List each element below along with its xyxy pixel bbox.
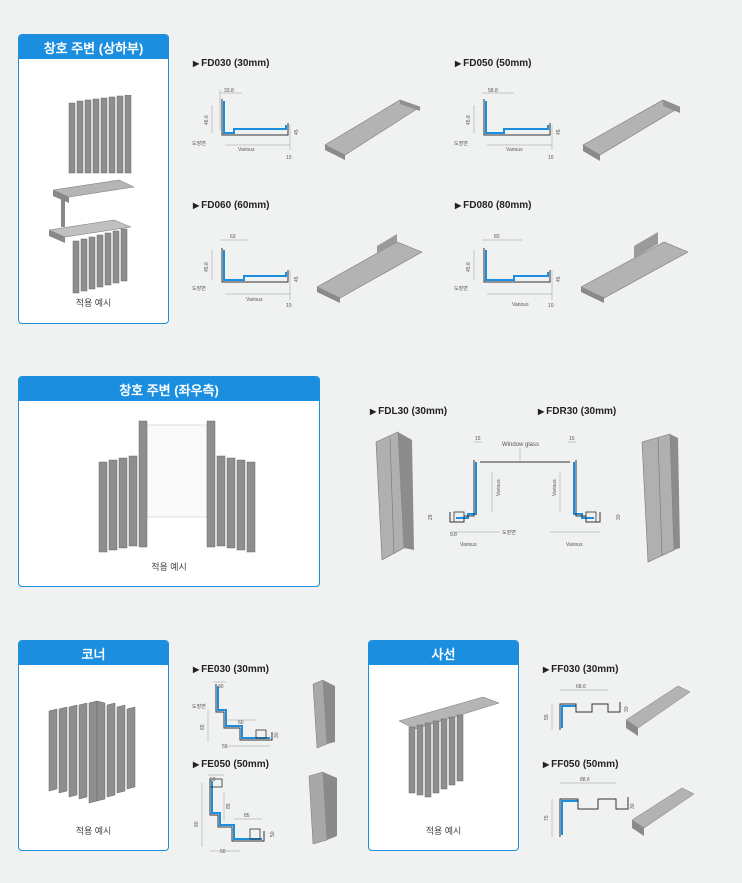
svg-text:85: 85	[226, 803, 232, 809]
panel-3d-fdl30	[375, 431, 414, 561]
product-title-ff050: ▶FF050 (50mm)	[543, 759, 619, 770]
svg-text:50: 50	[270, 831, 276, 837]
diagram-fd030: 33.8 46.6 도장면 Various 10 45	[192, 88, 300, 161]
diagram-ff030: 68.6 55 30	[544, 684, 630, 730]
svg-text:45.8: 45.8	[466, 115, 472, 125]
svg-text:63: 63	[230, 234, 236, 240]
example-window-sides-image	[98, 420, 256, 553]
svg-text:Window glass: Window glass	[502, 442, 539, 448]
section-card-eaves: 사선 적용 예시	[368, 640, 519, 851]
section-card-corner: 코너 적용 예시	[18, 640, 169, 851]
svg-text:10: 10	[286, 303, 292, 308]
section-title-corner: 코너	[19, 641, 168, 665]
svg-text:58.8: 58.8	[488, 88, 498, 94]
svg-text:Various: Various	[566, 542, 583, 548]
section-title-eaves: 사선	[369, 641, 518, 665]
diagram-fd060: 63 45.8 도장면 Various 10 45	[192, 234, 300, 308]
svg-text:46.6: 46.6	[204, 115, 210, 125]
diagram-fe050: 50 85 90 85 50 50	[194, 774, 276, 855]
svg-text:29: 29	[428, 514, 434, 520]
svg-text:33.8: 33.8	[224, 88, 234, 94]
svg-text:15: 15	[569, 436, 575, 442]
panel-3d-fe030	[312, 679, 335, 749]
product-title-fd030: ▶FD030 (30mm)	[193, 58, 270, 69]
diagram-fd080: 83 45.8 도장면 Various 10 45	[454, 234, 562, 308]
svg-text:75: 75	[544, 815, 550, 821]
product-title-fd080: ▶FD080 (80mm)	[455, 200, 532, 211]
product-title-fe030: ▶FE030 (30mm)	[193, 664, 269, 675]
example-caption-corner: 적용 예시	[75, 826, 112, 836]
svg-text:68.6: 68.6	[576, 684, 586, 690]
section-card-top: 창호 주변 (상하부) 적용 예시	[18, 34, 169, 324]
svg-text:55: 55	[544, 714, 550, 720]
svg-text:65: 65	[200, 724, 206, 730]
product-title-fe050: ▶FE050 (50mm)	[193, 759, 269, 770]
svg-text:Various: Various	[460, 542, 477, 548]
svg-text:10: 10	[548, 155, 554, 161]
svg-text:90: 90	[194, 821, 200, 827]
example-corner-image	[48, 700, 136, 804]
panel-3d-fd050	[582, 99, 681, 161]
example-caption-side: 적용 예시	[151, 562, 187, 572]
svg-text:30: 30	[630, 803, 636, 809]
svg-text:10: 10	[548, 303, 554, 308]
diagram-fe030: 30 도장면 65 60 55 30	[192, 681, 280, 748]
panel-3d-fd030	[324, 99, 421, 160]
svg-text:Various: Various	[246, 297, 263, 303]
svg-text:45.8: 45.8	[466, 262, 472, 272]
product-title-fdl30: ▶FDL30 (30mm)	[370, 406, 448, 417]
svg-text:도장면: 도장면	[454, 140, 468, 147]
svg-text:도장면: 도장면	[192, 140, 206, 147]
example-caption-top: 적용 예시	[75, 298, 112, 308]
svg-text:88.6: 88.6	[580, 777, 590, 783]
svg-text:45: 45	[556, 129, 562, 135]
diagram-fd050: 58.8 45.8 도장면 Various 10 45	[454, 88, 562, 161]
svg-text:Various: Various	[238, 147, 255, 153]
panel-3d-ff050	[631, 787, 695, 836]
svg-text:45: 45	[294, 129, 300, 135]
panel-3d-fd080	[580, 232, 689, 303]
svg-text:45: 45	[556, 276, 562, 282]
svg-text:도장면: 도장면	[192, 285, 206, 292]
svg-text:30: 30	[624, 706, 630, 712]
svg-text:45.8: 45.8	[204, 262, 210, 272]
svg-text:Various: Various	[506, 147, 523, 153]
svg-text:30: 30	[274, 732, 280, 738]
diagram-window-sides: Window glass 15 15 Various Various 29 9.…	[428, 436, 622, 548]
svg-text:10: 10	[286, 155, 292, 161]
product-title-fd050: ▶FD050 (50mm)	[455, 58, 532, 69]
svg-text:도장면: 도장면	[454, 285, 468, 292]
svg-text:15: 15	[475, 436, 481, 442]
product-title-fdr30: ▶FDR30 (30mm)	[538, 406, 617, 417]
svg-text:도장면: 도장면	[502, 529, 516, 536]
product-title-ff030: ▶FF030 (30mm)	[543, 664, 619, 675]
svg-text:55: 55	[222, 744, 228, 748]
example-eaves-image	[398, 696, 500, 798]
panel-3d-fd060	[316, 234, 423, 303]
panel-3d-fdr30	[641, 433, 680, 563]
svg-text:9.8: 9.8	[450, 532, 457, 538]
svg-text:30: 30	[218, 684, 224, 690]
product-title-fd060: ▶FD060 (60mm)	[193, 200, 270, 211]
example-window-top-bottom-image	[48, 95, 135, 294]
svg-text:30: 30	[616, 514, 622, 520]
svg-text:45: 45	[294, 276, 300, 282]
svg-text:Various: Various	[512, 302, 529, 308]
section-card-side: 창호 주변 (좌우측) 적용 예시	[18, 376, 320, 587]
example-caption-eaves: 적용 예시	[425, 826, 462, 836]
svg-text:50: 50	[220, 849, 226, 855]
diagram-ff050: 88.6 75 30	[544, 777, 636, 837]
svg-text:Various: Various	[552, 479, 558, 496]
svg-text:도장면: 도장면	[192, 703, 206, 710]
svg-text:85: 85	[244, 813, 250, 819]
svg-text:Various: Various	[496, 479, 502, 496]
section-title-side: 창호 주변 (좌우측)	[19, 377, 319, 401]
section-title-top: 창호 주변 (상하부)	[19, 35, 168, 59]
panel-3d-fe050	[308, 771, 337, 845]
svg-text:60: 60	[238, 720, 244, 726]
panel-3d-ff030	[625, 685, 691, 736]
svg-text:50: 50	[210, 777, 216, 783]
svg-text:83: 83	[494, 234, 500, 240]
